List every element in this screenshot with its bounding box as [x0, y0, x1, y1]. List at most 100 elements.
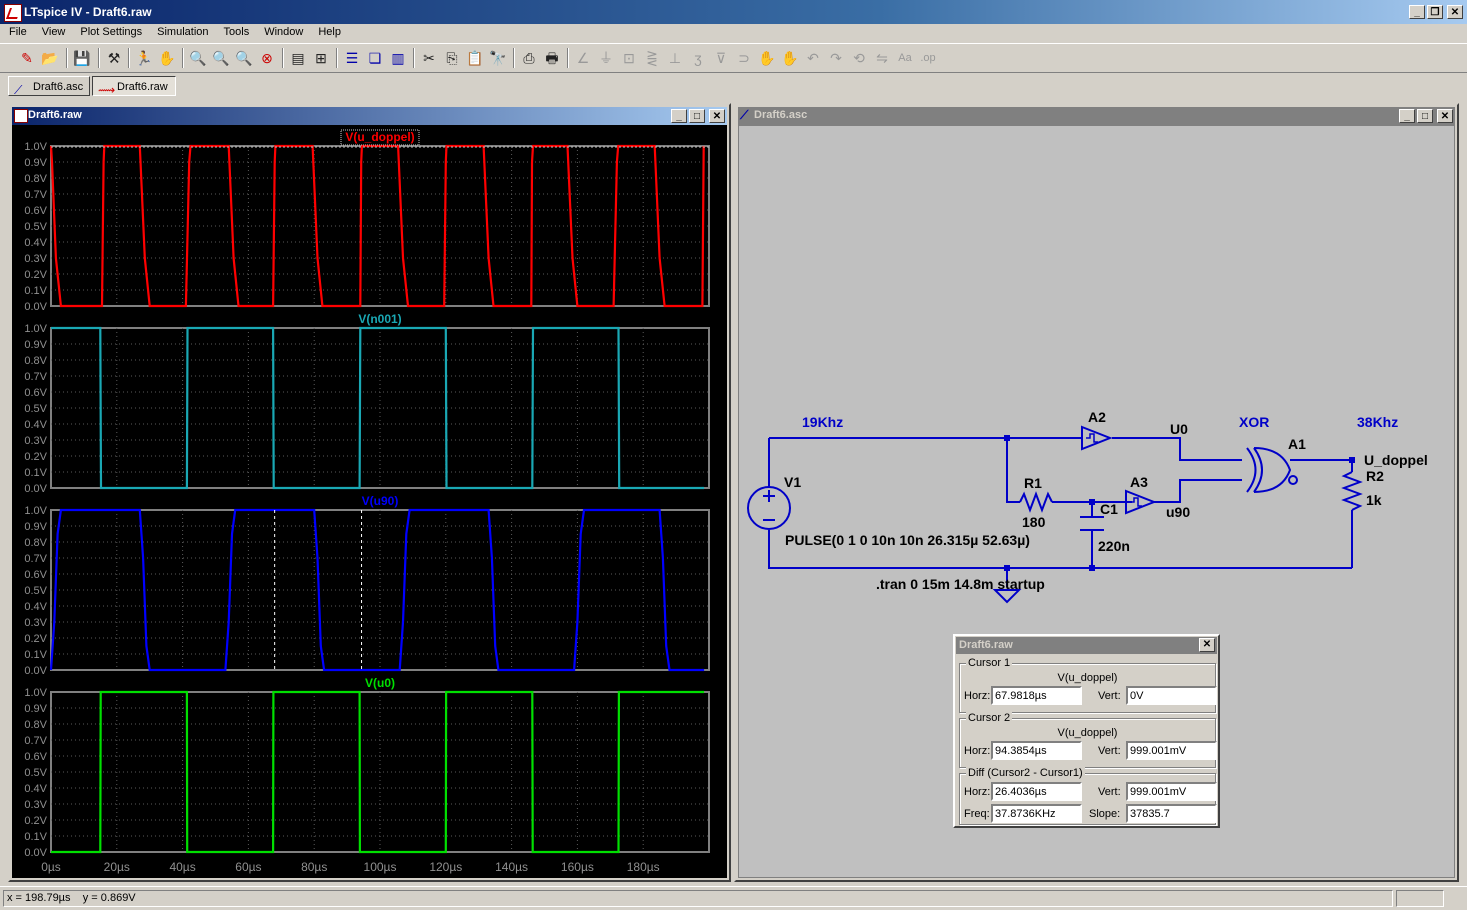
r1-label: R1 [1024, 475, 1042, 491]
cursor1-horz-field[interactable]: 67.9818µs [991, 686, 1082, 705]
r1-value: 180 [1022, 514, 1046, 530]
ground-symbol [992, 589, 1022, 604]
component-icon[interactable]: ⊃ [738, 50, 750, 66]
drag-icon[interactable]: ✋ [781, 50, 799, 66]
close-icon[interactable]: ✕ [1437, 109, 1453, 123]
xor-gate-symbol [1246, 447, 1292, 493]
tab-draft6-raw[interactable]: ⟿ Draft6.raw [92, 76, 176, 97]
menu-file[interactable]: File [9, 26, 27, 38]
open-icon[interactable]: 📂 [41, 50, 59, 66]
minimize-icon[interactable]: _ [671, 109, 687, 123]
cursor-dialog-title: Draft6.raw [959, 639, 1013, 651]
new-schematic-icon[interactable]: ✎ [21, 50, 33, 66]
resistor-icon[interactable]: ⋛ [646, 50, 658, 66]
menu-view[interactable]: View [41, 26, 66, 38]
diff-horz-field[interactable]: 26.4036µs [991, 782, 1082, 801]
copy-icon[interactable]: ⎘ [446, 50, 458, 66]
zoom-out-icon[interactable]: 🔍 [212, 50, 230, 66]
diode-icon[interactable]: ⊽ [715, 50, 727, 66]
trace-line [49, 508, 705, 672]
capacitor-icon[interactable]: ⊥ [668, 50, 682, 66]
menu-tools[interactable]: Tools [223, 26, 250, 38]
zoom-fit-icon[interactable]: 🔍 [235, 50, 253, 66]
find-icon[interactable]: 🔭 [489, 50, 507, 66]
halt-icon[interactable]: ✋ [158, 50, 176, 66]
cut-icon[interactable]: ✂ [423, 50, 435, 66]
y-tick-label: 0.0V [24, 847, 47, 859]
move-icon[interactable]: ✋ [758, 50, 776, 66]
diff-slope-field[interactable]: 37835.7 [1126, 804, 1217, 823]
junction [1089, 499, 1095, 505]
cursor2-horz-field[interactable]: 94.3854µs [991, 741, 1082, 760]
toolbar-separator [182, 48, 184, 68]
menu-simulation[interactable]: Simulation [157, 26, 209, 38]
mirror-icon[interactable]: ⇋ [876, 50, 888, 66]
y-tick-label: 0.4V [24, 783, 47, 795]
ground-icon[interactable]: ⏚ [599, 50, 613, 66]
spice-directive-icon[interactable]: .op [920, 52, 936, 64]
y-tick-label: 0.3V [24, 617, 47, 629]
y-tick-label: 0.2V [24, 269, 47, 281]
print-setup-icon[interactable]: ⎙ [523, 50, 535, 66]
autorange-icon[interactable]: ▤ [291, 50, 305, 66]
diff-freq-field[interactable]: 37.8736KHz [991, 804, 1082, 823]
text-icon[interactable]: Aa [898, 52, 912, 64]
y-tick-label: 0.5V [24, 767, 47, 779]
diff-vert-field[interactable]: 999.001mV [1126, 782, 1217, 801]
run-icon[interactable]: 🏃 [135, 50, 153, 66]
pick-visible-traces-icon[interactable]: ⊞ [315, 50, 327, 66]
y-tick-label: 0.5V [24, 221, 47, 233]
waveform-plots[interactable]: 1.0V0.9V0.8V0.7V0.6V0.5V0.4V0.3V0.2V0.1V… [12, 125, 727, 880]
inductor-icon[interactable]: ʒ [694, 50, 702, 66]
cursor2-vert-field[interactable]: 999.001mV [1126, 741, 1217, 760]
cascade-icon[interactable]: ❏ [368, 50, 382, 66]
redo-icon[interactable]: ↷ [830, 50, 842, 66]
u0-net-label: U0 [1170, 421, 1188, 437]
maximize-icon[interactable]: □ [689, 109, 705, 123]
y-tick-label: 0.7V [24, 735, 47, 747]
x-tick-label: 160µs [561, 860, 594, 874]
wire-icon[interactable]: ∠ [576, 50, 590, 66]
vert-label: Vert: [1098, 786, 1121, 798]
minimize-icon[interactable]: _ [1409, 5, 1425, 19]
cursor1-vert-field[interactable]: 0V [1126, 686, 1217, 705]
paste-icon[interactable]: 📋 [466, 50, 484, 66]
tile-vertical-icon[interactable]: ▥ [391, 50, 405, 66]
u-doppel-net-label: U_doppel [1364, 452, 1428, 468]
menu-plot-settings[interactable]: Plot Settings [80, 26, 143, 38]
close-icon[interactable]: ✕ [709, 109, 725, 123]
maximize-icon[interactable]: □ [1417, 109, 1433, 123]
menu-window[interactable]: Window [264, 26, 304, 38]
restore-icon[interactable]: ❐ [1427, 5, 1443, 19]
x-tick-label: 100µs [364, 860, 397, 874]
xor-output-bubble [1288, 475, 1298, 485]
trace-title: V(u90) [362, 494, 399, 508]
close-icon[interactable]: ✕ [1199, 638, 1215, 652]
zoom-in-icon[interactable]: 🔍 [189, 50, 207, 66]
print-icon[interactable]: 🖶 [545, 50, 559, 66]
y-tick-label: 0.6V [24, 751, 47, 763]
circuit-diagram[interactable]: 19Khz A2 U0 XOR 38Khz A1 U_doppel R2 1k … [739, 126, 1456, 879]
undo-icon[interactable]: ↶ [807, 50, 819, 66]
tab-draft6-asc[interactable]: ⟋ Draft6.asc [8, 76, 90, 97]
plot-window-title: Draft6.raw [28, 109, 82, 121]
save-icon[interactable]: 💾 [73, 50, 91, 66]
minimize-icon[interactable]: _ [1399, 109, 1415, 123]
menu-help[interactable]: Help [318, 26, 341, 38]
zoom-cancel-icon[interactable]: ⊗ [261, 50, 273, 66]
schematic-window: ⟋ Draft6.asc _ □ ✕ [734, 103, 1459, 882]
c1-label: C1 [1100, 501, 1118, 517]
vert-label: Vert: [1098, 690, 1121, 702]
y-tick-label: 0.1V [24, 467, 47, 479]
y-tick-label: 0.7V [24, 553, 47, 565]
rotate-icon[interactable]: ⟲ [853, 50, 865, 66]
control-panel-icon[interactable]: ⚒ [107, 50, 121, 66]
label-net-icon[interactable]: ⊡ [623, 50, 635, 66]
v1-label: V1 [784, 474, 801, 490]
plot-window-titlebar: Draft6.raw _ □ ✕ [12, 107, 727, 125]
freq-in-label: 19Khz [802, 414, 843, 430]
tile-horizontal-icon[interactable]: ☰ [345, 50, 359, 66]
close-icon[interactable]: ✕ [1447, 5, 1463, 19]
